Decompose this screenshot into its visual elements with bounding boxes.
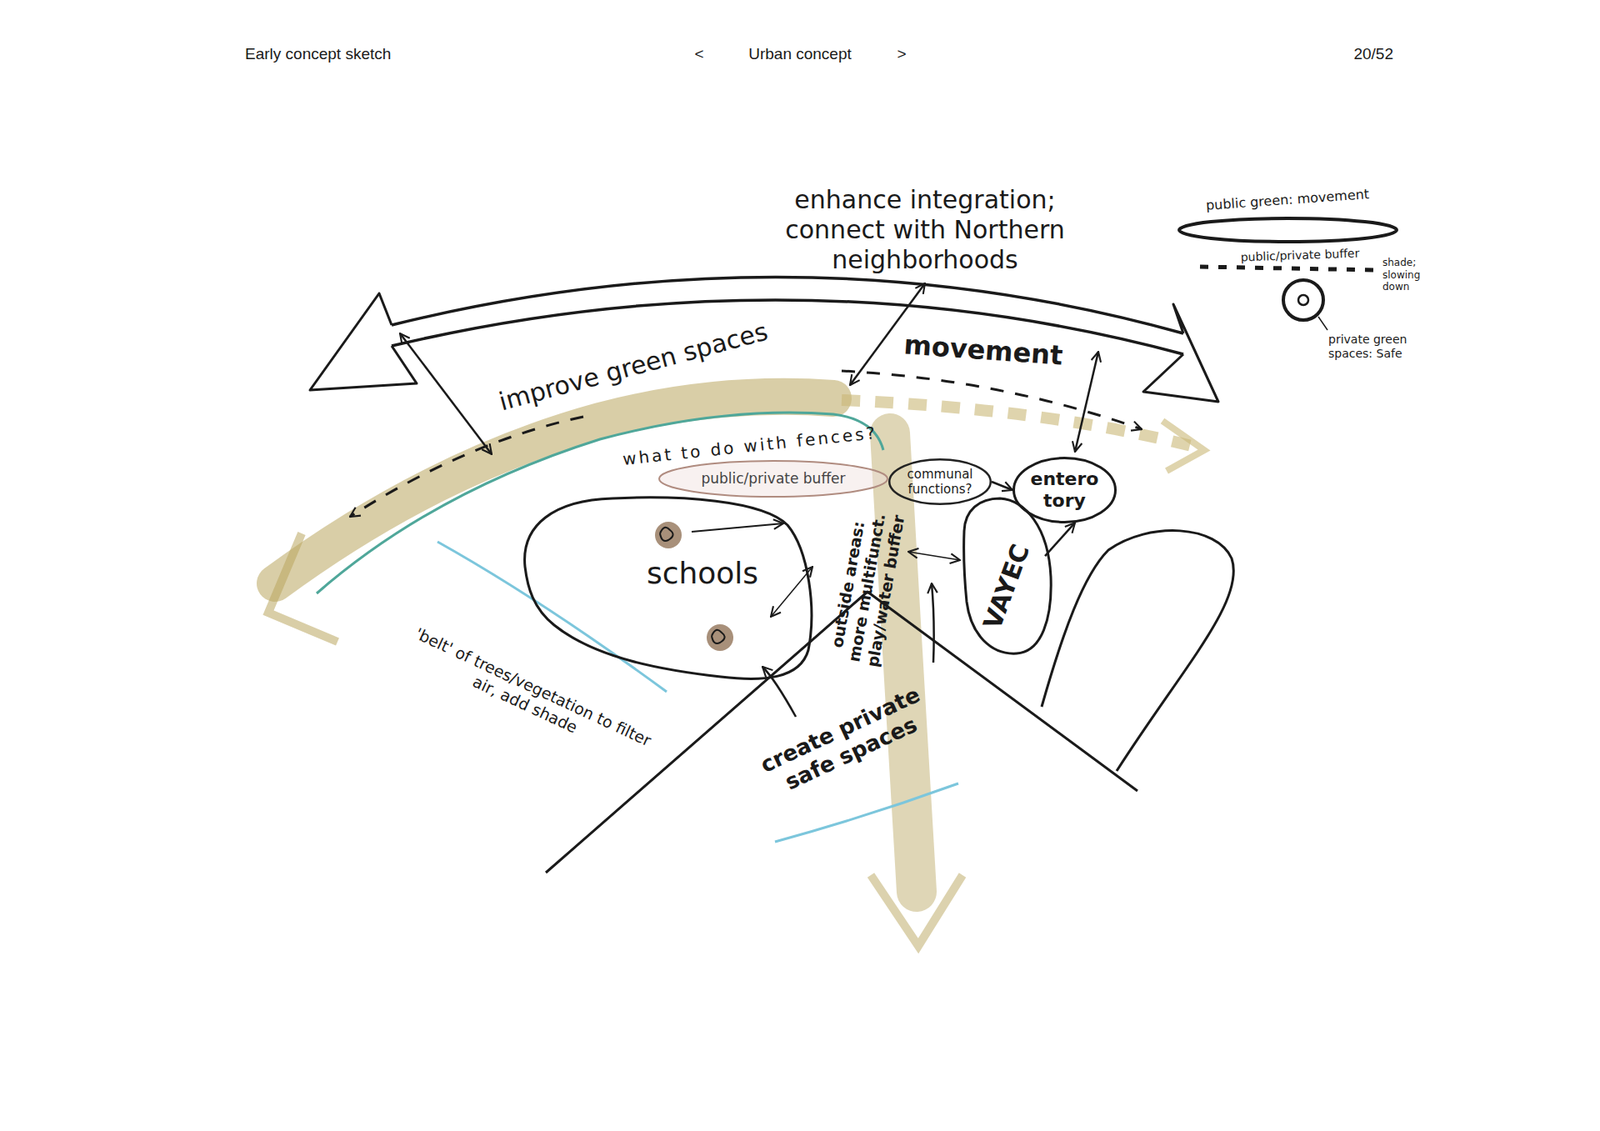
inset-buffer-line [1200, 266, 1377, 270]
green-band-dashes [841, 400, 1192, 446]
sketch-note: outside areas: more multifunct. play/wat… [824, 500, 910, 675]
blob-outline [525, 497, 812, 680]
text-holder: create private safe spaces [748, 677, 945, 806]
sketch-note: create private safe spaces [748, 677, 945, 806]
tree-symbol [660, 527, 674, 541]
shape-label: communal functions? [898, 466, 982, 497]
connector-arrow [1045, 522, 1075, 556]
dashed-line [841, 370, 1142, 430]
sketch-note: what to do with fences? [583, 418, 917, 474]
tree-symbol [711, 630, 725, 644]
inset-circle: private green spaces: Safe [1275, 276, 1430, 385]
sketch-note: improve green spaces [468, 309, 799, 425]
leader-arrow [931, 583, 935, 663]
shape-label: VAYEC [974, 530, 1040, 643]
shape-label: public green: movement [1175, 184, 1401, 216]
header-text: Early concept sketch [245, 45, 462, 65]
text-holder: public/private buffer [1225, 245, 1375, 265]
schools-blob: schools [520, 491, 817, 684]
ellipse-outline [659, 460, 888, 497]
leader-arrow [400, 333, 492, 455]
page-number: 20/52 [1310, 45, 1394, 65]
shape-outline [1275, 276, 1430, 385]
tree-symbol [655, 521, 682, 549]
thin-arrow [770, 566, 813, 617]
buffer-ellipse: public/private buffer [658, 460, 889, 498]
tree-symbol [706, 624, 734, 651]
blob-outline [964, 498, 1052, 654]
sketch-note: 'belt' of trees/vegetation to filter air… [400, 622, 658, 770]
green-band-arrowhead [268, 533, 338, 642]
circle-core [1298, 295, 1309, 305]
ellipse-outline [889, 459, 991, 505]
arc-arrowhead [1143, 304, 1219, 402]
text-holder: what to do with fences? [583, 418, 917, 474]
green-band-arrowhead [1162, 420, 1205, 471]
green-band [275, 396, 834, 584]
dashed-line [350, 416, 584, 517]
green-band-arrowhead [870, 875, 963, 946]
movement-arc [391, 300, 1184, 355]
text-holder: private green spaces: Safe [1328, 332, 1427, 361]
text-holder: 20/52 [1310, 45, 1394, 65]
vayec-blob: VAYEC [958, 493, 1059, 659]
text-holder: Early concept sketch [245, 45, 462, 65]
shape-label: public/private buffer [669, 470, 878, 487]
connector-arrow [991, 481, 1013, 490]
thin-arrow [691, 523, 784, 532]
shape-label: private green spaces: Safe [1328, 332, 1427, 361]
text-holder: 'belt' of trees/vegetation to filter air… [400, 622, 658, 770]
text-holder: Urban concept [708, 45, 892, 65]
nav-arrow: > [893, 45, 910, 65]
inset-ellipse: public green: movement [1170, 190, 1413, 249]
text-holder: < [690, 45, 708, 65]
leader-arrow [762, 666, 796, 717]
text-holder: public green: movement [1175, 184, 1401, 216]
green-band-vertical [890, 433, 917, 892]
text-holder: outside areas: more multifunct. play/wat… [824, 500, 910, 675]
text-holder: entero tory [1023, 468, 1107, 513]
sketch-note: movement [899, 328, 1068, 372]
nav-arrow: < [690, 45, 708, 65]
shape-label: entero tory [1023, 468, 1107, 513]
text-holder: > [893, 45, 910, 65]
communal-ellipse: communal functions? [888, 458, 992, 505]
site-outline [1041, 530, 1234, 771]
text-holder: enhance integration; connect with Northe… [758, 185, 1092, 275]
entero-ellipse: entero tory [1012, 456, 1117, 524]
text-holder: shade; slowing down [1382, 256, 1431, 293]
circle-outline [1283, 280, 1324, 320]
inset-note: shade; slowing down [1382, 256, 1431, 293]
text-holder: movement [899, 328, 1068, 372]
leader-arrow [1075, 351, 1099, 452]
text-holder: improve green spaces [468, 309, 799, 425]
ellipse-outline [1014, 458, 1116, 523]
shape-label: schools [619, 555, 786, 591]
thin-arrow [908, 551, 960, 560]
sketch-note: enhance integration; connect with Northe… [758, 185, 1092, 275]
text-holder: communal functions? [898, 466, 982, 497]
movement-arc [391, 276, 1184, 334]
leader-line [1318, 316, 1328, 330]
arc-arrowhead [310, 293, 417, 390]
blue-line [775, 783, 959, 842]
text-holder: VAYEC [974, 530, 1040, 643]
text-holder: schools [619, 555, 786, 591]
ellipse-outline [1179, 218, 1397, 242]
header-text: Urban concept [708, 45, 892, 65]
inset-note: public/private buffer [1225, 245, 1375, 265]
text-holder: public/private buffer [669, 470, 878, 487]
